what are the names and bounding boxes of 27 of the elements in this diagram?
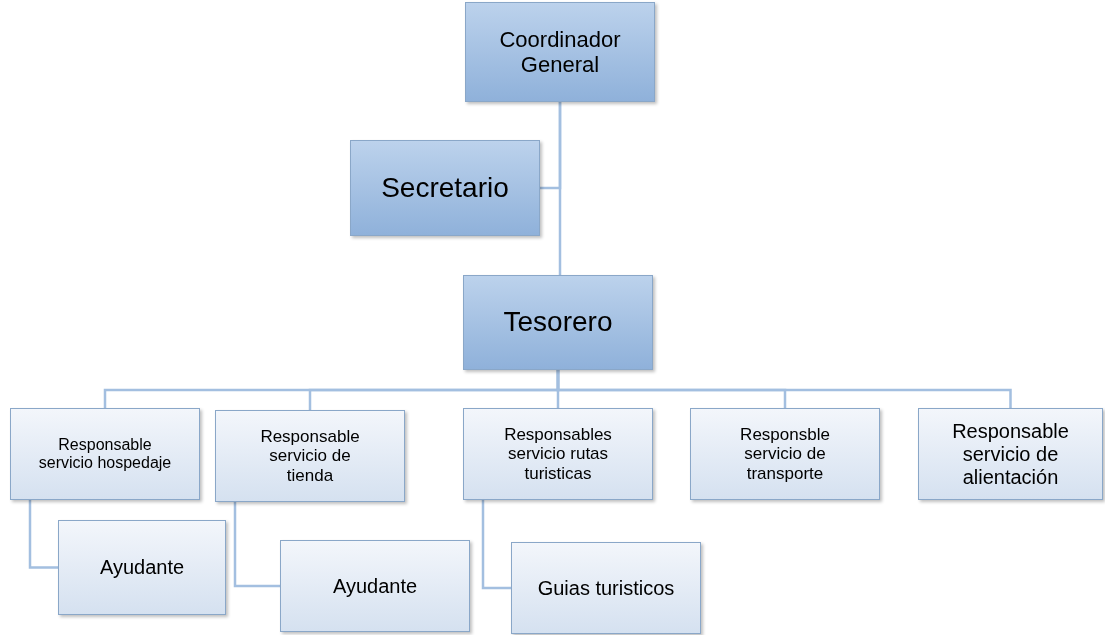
org-box <box>918 408 1103 500</box>
role-label: Coordinador General <box>498 26 622 78</box>
role-label: Responsable servicio de alientación <box>951 419 1070 489</box>
org-box <box>58 520 226 615</box>
role-label: Guias turisticos <box>536 576 676 600</box>
org-box <box>463 275 653 370</box>
connector-line <box>233 502 280 588</box>
org-box <box>465 2 655 102</box>
org-box <box>463 408 653 500</box>
connector-line <box>481 500 511 590</box>
role-label: Responsable servicio de tienda <box>259 426 361 486</box>
connector-line <box>556 370 1012 408</box>
role-label: Tesorero <box>502 306 614 339</box>
org-box <box>215 410 405 502</box>
role-label: Ayudante <box>331 574 419 598</box>
connector-line <box>28 500 58 569</box>
role-label: Secretario <box>380 171 510 205</box>
role-label: Ayudante <box>98 556 186 579</box>
org-box <box>690 408 880 500</box>
org-box <box>350 140 540 236</box>
role-label: Responsble servicio de transporte <box>739 424 831 484</box>
role-label: Responsable servicio hospedaje <box>37 435 173 473</box>
org-box <box>10 408 200 500</box>
role-label: Responsables servicio rutas turisticas <box>503 424 613 484</box>
connector-line <box>558 102 562 275</box>
org-box <box>280 540 470 632</box>
org-box <box>511 542 701 634</box>
